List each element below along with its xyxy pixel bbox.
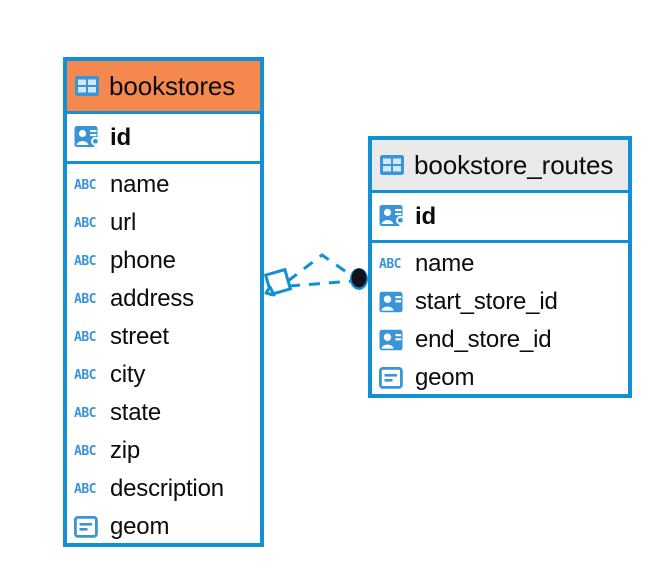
table-title: bookstores — [109, 71, 236, 101]
entity-table-bookstore-routes[interactable]: bookstore_routes — [368, 136, 632, 398]
field-label: phone — [110, 247, 176, 274]
abc-text-icon: ABC — [74, 481, 96, 497]
field-row-id[interactable]: id — [67, 114, 260, 161]
table-header-bookstore-routes[interactable]: bookstore_routes — [372, 140, 628, 190]
field-row-geom[interactable]: geom — [67, 508, 260, 546]
abc-text-icon: ABC — [74, 405, 96, 421]
abc-text-icon: ABC — [74, 253, 96, 269]
abc-text-icon: ABC — [74, 215, 96, 231]
relationship-line-lower — [288, 279, 354, 288]
field-row-state[interactable]: ABC state — [67, 394, 260, 432]
field-row-address[interactable]: ABC address — [67, 280, 260, 318]
relationship-line-upper — [287, 253, 356, 283]
field-row-geom[interactable]: geom — [372, 359, 628, 397]
abc-text-icon: ABC — [74, 329, 96, 345]
field-label: name — [110, 171, 170, 198]
field-row-city[interactable]: ABC city — [67, 356, 260, 394]
diamond-outline-marker — [263, 267, 293, 297]
field-row-street[interactable]: ABC street — [67, 318, 260, 356]
field-section-bookstore-routes: ABC name start_store_id — [372, 243, 628, 401]
field-label: address — [110, 285, 194, 312]
table-header-bookstores[interactable]: bookstores — [67, 61, 260, 111]
field-row-url[interactable]: ABC url — [67, 204, 260, 242]
field-label: id — [110, 123, 131, 151]
geometry-icon — [379, 367, 407, 389]
field-label: description — [110, 475, 224, 502]
field-row-description[interactable]: ABC description — [67, 470, 260, 508]
field-label: street — [110, 323, 169, 350]
geometry-icon — [74, 516, 102, 538]
field-label: geom — [110, 513, 170, 540]
field-row-phone[interactable]: ABC phone — [67, 242, 260, 280]
field-row-zip[interactable]: ABC zip — [67, 432, 260, 470]
abc-text-icon: ABC — [379, 256, 401, 272]
field-section-bookstores: ABC name ABC url ABC phone ABC address A… — [67, 164, 260, 550]
field-row-name[interactable]: ABC name — [67, 166, 260, 204]
field-label: start_store_id — [415, 288, 558, 315]
filled-circle-marker — [350, 268, 368, 290]
foreign-key-icon — [379, 329, 407, 351]
field-row-id[interactable]: id — [372, 193, 628, 240]
table-title: bookstore_routes — [414, 150, 614, 180]
field-label: id — [415, 202, 436, 230]
abc-text-icon: ABC — [74, 177, 96, 193]
entity-table-bookstores[interactable]: bookstores — [63, 57, 264, 547]
primary-key-icon — [74, 125, 102, 151]
field-row-start-store-id[interactable]: start_store_id — [372, 283, 628, 321]
primary-key-section-bookstores: id — [67, 111, 260, 164]
abc-text-icon: ABC — [74, 443, 96, 459]
field-row-name[interactable]: ABC name — [372, 245, 628, 283]
abc-text-icon: ABC — [74, 367, 96, 383]
foreign-key-icon — [379, 291, 407, 313]
table-icon — [379, 154, 405, 176]
field-label: name — [415, 250, 475, 277]
table-icon — [74, 75, 100, 97]
field-label: zip — [110, 437, 141, 464]
primary-key-section-bookstore-routes: id — [372, 190, 628, 243]
field-label: end_store_id — [415, 326, 552, 353]
field-label: city — [110, 361, 146, 388]
primary-key-icon — [379, 204, 407, 230]
field-label: geom — [415, 364, 475, 391]
abc-text-icon: ABC — [74, 291, 96, 307]
field-label: url — [110, 209, 137, 236]
field-label: state — [110, 399, 162, 426]
field-row-end-store-id[interactable]: end_store_id — [372, 321, 628, 359]
